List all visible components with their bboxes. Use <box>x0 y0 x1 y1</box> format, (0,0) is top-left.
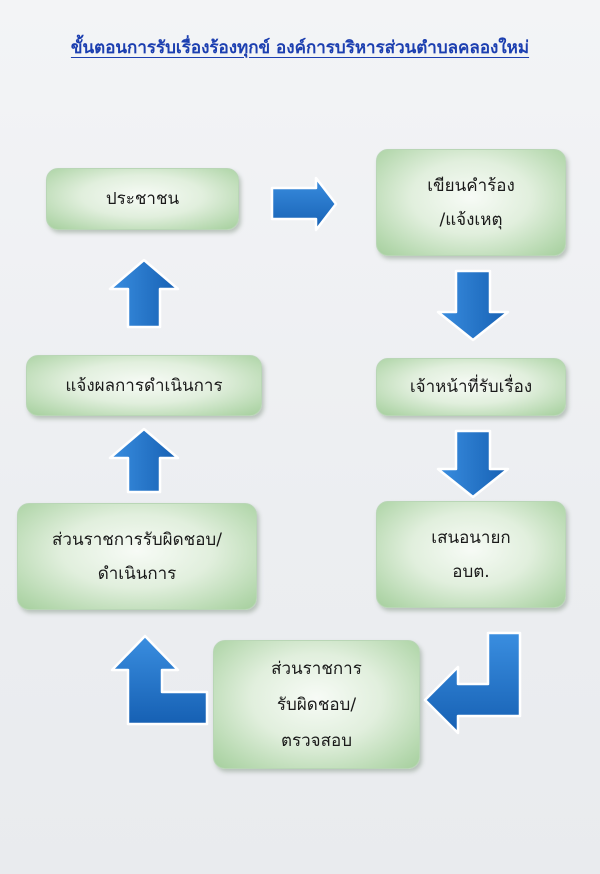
arrow-down-left-icon <box>423 631 522 735</box>
node-department-check-line-1: ส่วนราชการ <box>271 658 362 679</box>
node-write-petition-line-1: เขียนคำร้อง <box>427 175 515 196</box>
node-citizen: ประชาชน <box>46 168 239 230</box>
node-propose-line-1: เสนอนายก <box>431 527 511 548</box>
arrow-right-icon <box>270 176 338 232</box>
page-title: ขั้นตอนการรับเรื่องร้องทุกข์ องค์การบริห… <box>70 38 530 58</box>
node-propose: เสนอนายก อบต. <box>376 501 566 608</box>
node-department-check-line-3: ตรวจสอบ <box>280 730 353 751</box>
arrow-up-icon <box>108 258 180 329</box>
arrow-down-icon <box>436 429 510 499</box>
node-citizen-line-1: ประชาชน <box>105 189 180 209</box>
node-department-action-line-2: ดำเนินการ <box>97 563 177 584</box>
arrow-up-icon <box>108 427 180 494</box>
node-write-petition-line-2: /แจ้งเหตุ <box>439 209 503 230</box>
node-notify-result: แจ้งผลการดำเนินการ <box>26 355 262 416</box>
node-notify-result-line-1: แจ้งผลการดำเนินการ <box>65 375 223 396</box>
node-propose-line-2: อบต. <box>452 561 490 582</box>
node-officer: เจ้าหน้าที่รับเรื่อง <box>376 358 566 416</box>
node-department-action-line-1: ส่วนราชการรับผิดชอบ/ <box>52 529 222 550</box>
node-write-petition: เขียนคำร้อง /แจ้งเหตุ <box>376 149 566 256</box>
node-department-check: ส่วนราชการ รับผิดชอบ/ ตรวจสอบ <box>213 640 420 769</box>
node-officer-line-1: เจ้าหน้าที่รับเรื่อง <box>409 377 533 397</box>
node-department-check-line-2: รับผิดชอบ/ <box>276 694 357 715</box>
node-department-action: ส่วนราชการรับผิดชอบ/ ดำเนินการ <box>17 503 257 610</box>
arrow-left-up-icon <box>110 634 209 726</box>
arrow-down-icon <box>436 269 510 342</box>
